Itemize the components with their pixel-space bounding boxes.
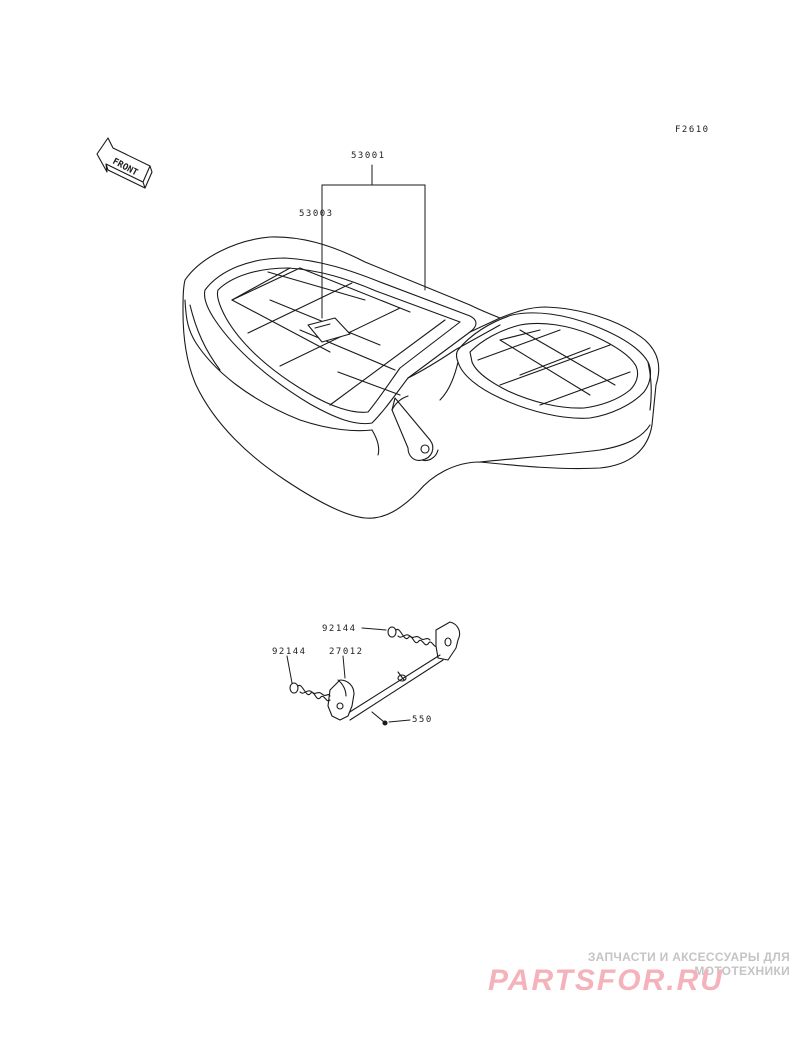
seat-leaders	[321, 164, 426, 319]
part-label-53003: 53003	[299, 209, 334, 219]
figure-code: F2610	[675, 125, 710, 135]
spring-right-drawing	[387, 626, 437, 647]
spring-left-drawing	[289, 682, 331, 702]
watermark-tagline: ЗАПЧАСТИ И АКСЕССУАРЫ ДЛЯ МОТОТЕХНИКИ	[587, 950, 790, 978]
front-arrow-icon: FRONT	[96, 137, 153, 189]
seat-drawing	[182, 236, 660, 519]
part-label-92144-right: 92144	[322, 624, 357, 634]
part-label-550: 550	[412, 715, 433, 725]
part-label-53001: 53001	[351, 151, 386, 161]
part-label-27012: 27012	[329, 647, 364, 657]
watermark-logo: PARTSFOR.RU	[488, 964, 724, 997]
part-label-92144-left: 92144	[272, 647, 307, 657]
hinge-assembly	[286, 621, 461, 726]
